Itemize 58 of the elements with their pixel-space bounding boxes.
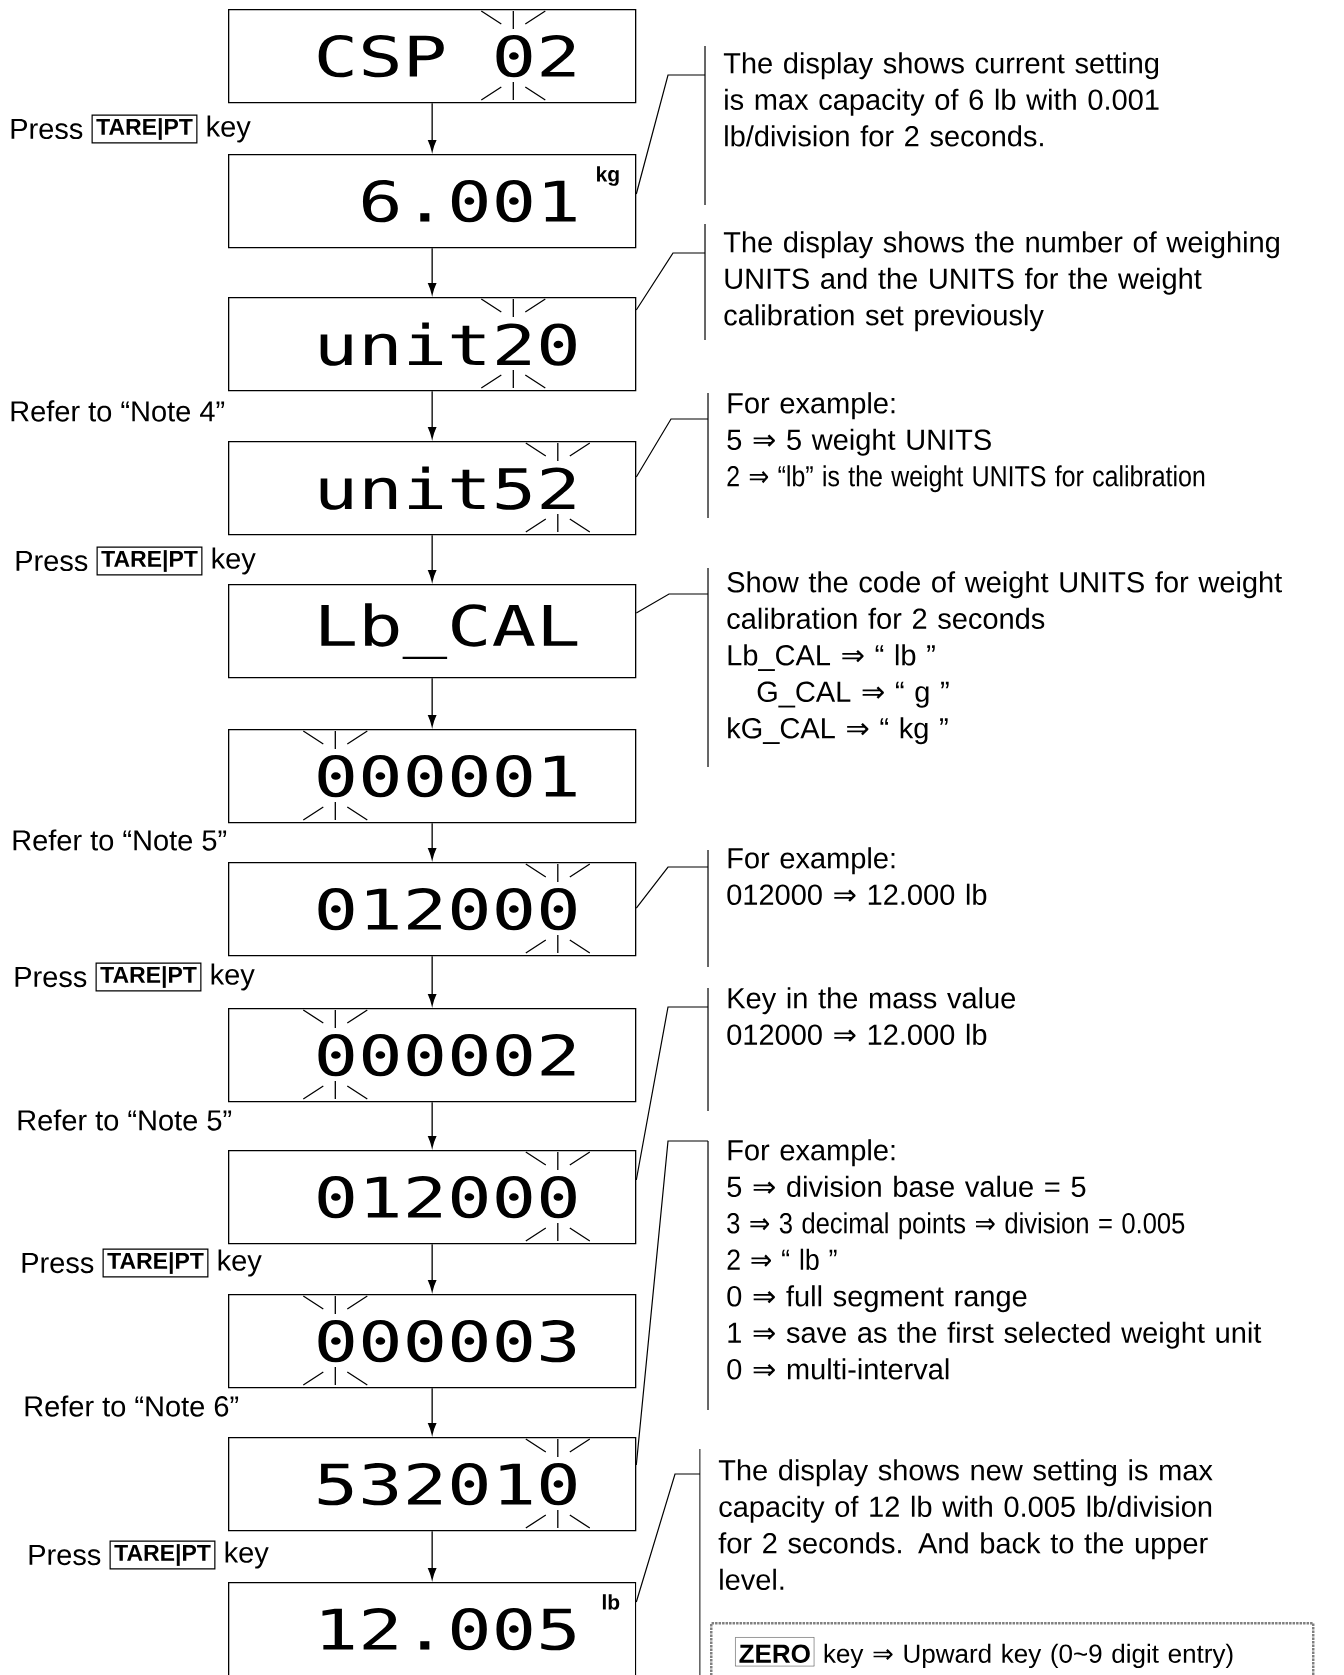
callout-text: For example: 012000 ⇒ 12.000 lb <box>707 847 987 968</box>
arrow <box>428 677 437 727</box>
arrow <box>428 390 437 439</box>
leader-line <box>635 1006 709 1181</box>
instruction-text: Refer to “Note 5” <box>13 829 227 851</box>
instruction-text: Press <box>29 1544 101 1566</box>
unit-label: lb <box>602 1594 620 1610</box>
arrow <box>428 102 437 152</box>
arrow <box>428 1387 437 1435</box>
instruction-text: Press <box>11 118 83 140</box>
callout-text: Key in the mass value 012000 ⇒ 12.000 lb <box>707 987 1015 1112</box>
instruction-text: Refer to “Note 5” <box>18 1109 232 1131</box>
callout-text: Show the code of weight UNITS for weight calibration for 2 seconds Lb_CAL ⇒ “ lb ” G_CAL ⇒ “ g ” kG_CAL ⇒ “ kg ” <box>707 567 1282 768</box>
instruction-text: Press <box>16 550 88 572</box>
arrow <box>428 247 437 295</box>
display-box: Lb_CAL <box>228 584 637 679</box>
arrow <box>428 1101 437 1148</box>
display-box: unit20 <box>228 297 637 392</box>
key-cap: TARE|PT <box>109 1540 216 1570</box>
key-cap: TARE|PT <box>102 1248 209 1278</box>
key-cap: TARE|PT <box>96 546 203 576</box>
instruction-text: key <box>207 115 251 143</box>
instruction-text: Press <box>22 1252 94 1274</box>
arrow <box>428 822 437 860</box>
display-box: unit52 <box>228 441 637 536</box>
leader-line <box>635 593 709 614</box>
display-box: 012000 <box>228 1150 637 1245</box>
arrow <box>428 1530 437 1580</box>
key-cap: TARE|PT <box>95 962 202 992</box>
display-box: 000002 <box>228 1008 637 1103</box>
instruction-text: Refer to “Note 6” <box>25 1395 239 1417</box>
display-box: CSP 02 <box>228 9 637 104</box>
display-box: 012000 <box>228 862 637 957</box>
instruction-text: key <box>225 1541 269 1569</box>
instruction-text: key <box>211 963 255 991</box>
callout-text: The display shows current setting is max capacity of 6 lb with 0.001 lb/division for 2 seconds. <box>704 45 1159 206</box>
note-panel: ZERO key ⇒ Upward key (0~9 digit entry) <box>710 1622 1315 1675</box>
arrow <box>428 955 437 1006</box>
leader-line <box>635 418 709 478</box>
callout-text: For example: 5 ⇒ 5 weight UNITS 2 ⇒ “lb” is the weight UNITS for calibration <box>707 392 1205 519</box>
instruction-text: Refer to “Note 4” <box>11 400 225 422</box>
unit-label: kg <box>597 166 619 186</box>
display-box: 532010 <box>228 1437 637 1532</box>
callout-text: The display shows the number of weighing UNITS and the UNITS for the weight calibration set previously <box>704 223 1279 341</box>
leader-line <box>635 74 706 195</box>
instruction-text: Press <box>15 966 87 988</box>
arrow <box>428 534 437 582</box>
callout-text: For example: 5 ⇒ division base value = 5 3 ⇒ 3 decimal points ⇒ division = 0.005 2 ⇒ “ lb ” 0 ⇒ full segment range 1 ⇒ save as the first selected weight unit 0 ⇒ multi-interval <box>707 1139 1262 1411</box>
instruction-text: key <box>218 1249 262 1277</box>
leader-line <box>635 1473 701 1603</box>
leader-line <box>635 252 706 311</box>
display-box: 000001 <box>228 729 637 824</box>
arrow <box>428 1243 437 1292</box>
leader-line <box>635 866 709 909</box>
display-box: 000003 <box>228 1294 637 1389</box>
instruction-text: key <box>212 547 256 575</box>
key-cap: TARE|PT <box>91 114 198 144</box>
leader-line <box>635 1140 709 1466</box>
